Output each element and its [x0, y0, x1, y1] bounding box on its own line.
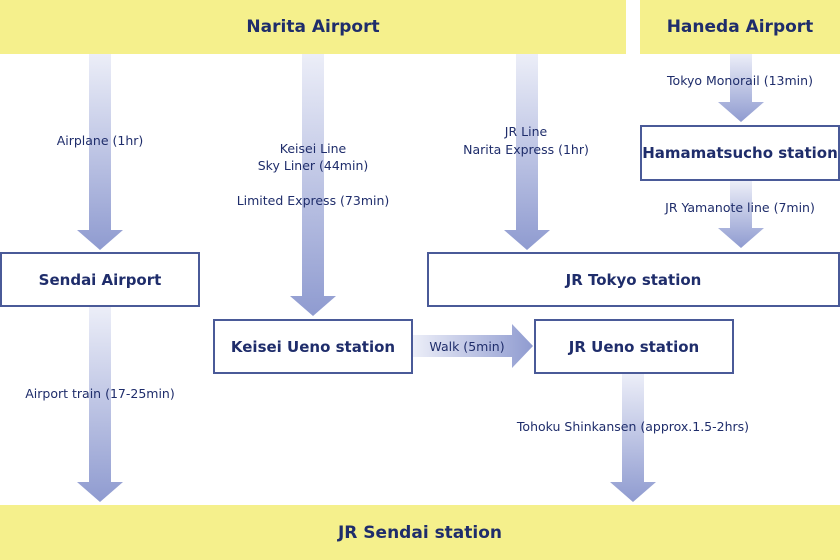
arrow-haneda-to-hamamatsucho	[718, 54, 764, 122]
hamamatsucho-station-label: Hamamatsucho station	[642, 144, 838, 162]
jr-tokyo-station-box: JR Tokyo station	[427, 252, 840, 307]
sendai-airport-label: Sendai Airport	[38, 270, 162, 289]
label-airport-train: Airport train (17-25min)	[25, 386, 175, 401]
arrow-jr-ueno-to-jr-sendai	[610, 374, 656, 502]
arrow-narita-to-keisei-ueno	[290, 54, 336, 316]
narita-airport-label: Narita Airport	[246, 17, 380, 37]
narita-airport-band: Narita Airport	[0, 0, 626, 54]
label-limited-express: Limited Express (73min)	[236, 193, 390, 208]
keisei-ueno-station-label: Keisei Ueno station	[230, 337, 396, 356]
arrow-narita-to-sendai-airport	[77, 54, 123, 250]
arrow-hamamatsucho-to-jr-tokyo	[718, 181, 764, 248]
jr-sendai-station-band: JR Sendai station	[0, 505, 840, 560]
jr-ueno-station-box: JR Ueno station	[534, 319, 734, 374]
hamamatsucho-station-box: Hamamatsucho station	[640, 125, 840, 181]
keisei-ueno-station-box: Keisei Ueno station	[213, 319, 413, 374]
arrow-narita-to-jr-tokyo	[504, 54, 550, 250]
haneda-airport-band: Haneda Airport	[640, 0, 840, 54]
label-narita-express: Narita Express (1hr)	[463, 142, 589, 157]
jr-ueno-station-label: JR Ueno station	[568, 337, 700, 356]
label-sky-liner: Sky Liner (44min)	[257, 158, 369, 173]
label-shinkansen: Tohoku Shinkansen (approx.1.5-2hrs)	[516, 419, 750, 434]
arrow-keisei-ueno-to-jr-ueno	[413, 324, 533, 368]
jr-tokyo-station-label: JR Tokyo station	[565, 270, 702, 289]
sendai-airport-box: Sendai Airport	[0, 252, 200, 307]
label-airplane: Airplane (1hr)	[56, 133, 144, 148]
label-tokyo-monorail: Tokyo Monorail (13min)	[667, 73, 813, 88]
haneda-airport-label: Haneda Airport	[666, 17, 814, 37]
arrow-sendai-airport-to-jr-sendai	[77, 307, 123, 502]
jr-sendai-station-label: JR Sendai station	[337, 522, 503, 543]
label-yamanote: JR Yamanote line (7min)	[665, 200, 815, 215]
label-keisei-line: Keisei Line	[279, 141, 347, 156]
label-jr-line: JR Line	[504, 124, 548, 139]
label-walk: Walk (5min)	[429, 339, 505, 354]
